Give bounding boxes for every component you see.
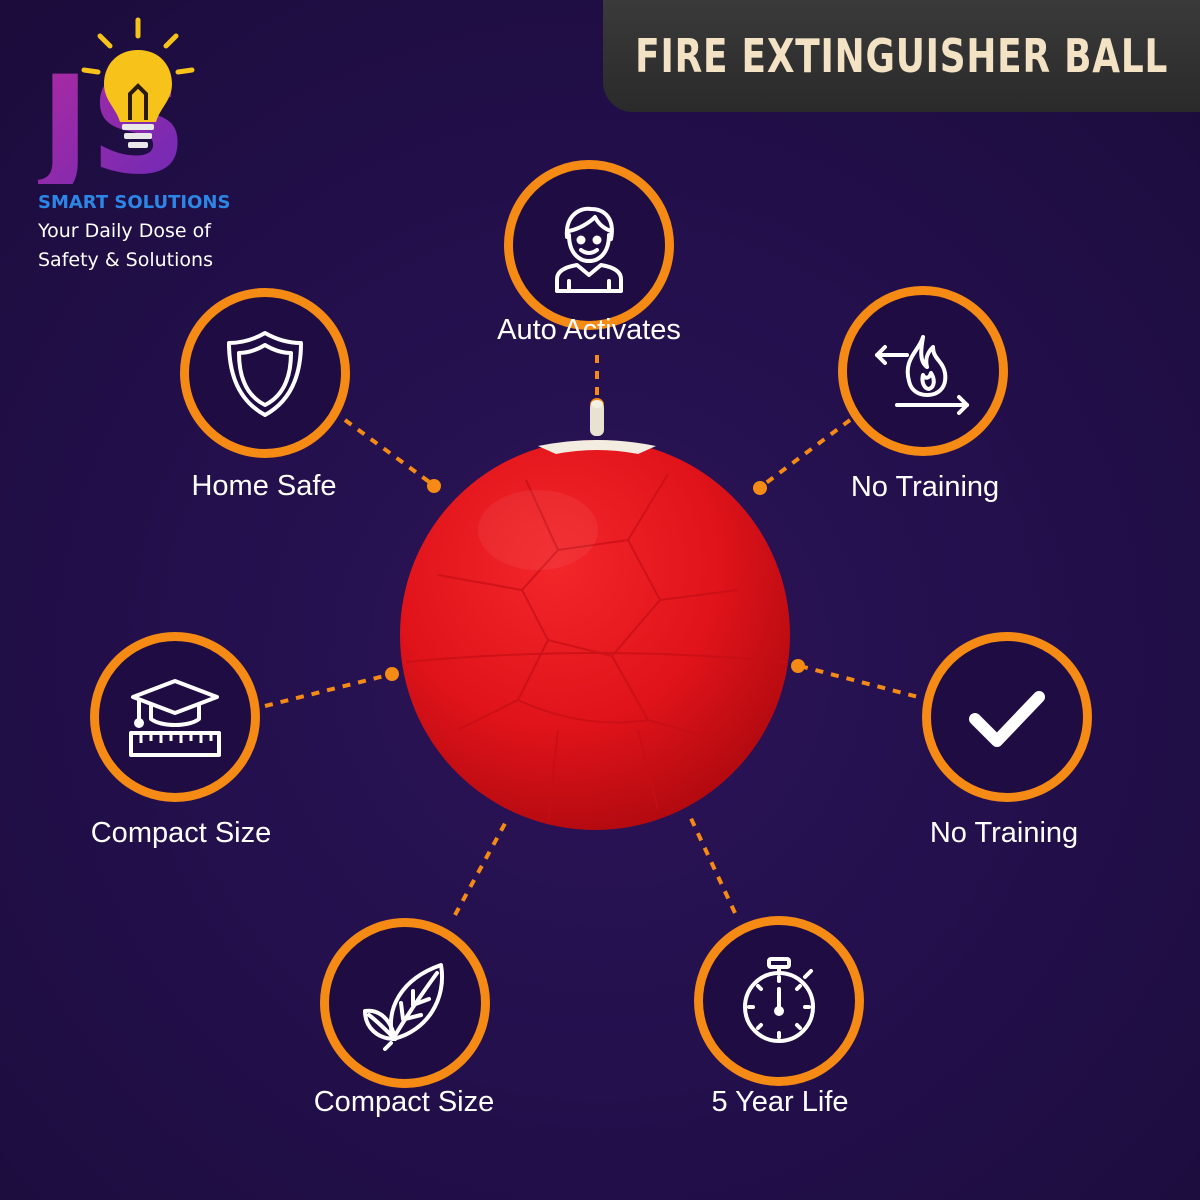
red-ball-image xyxy=(400,400,790,830)
feature-label-5-year-life: 5 Year Life xyxy=(711,1086,849,1118)
person-icon xyxy=(555,206,623,293)
feature-label-compact-size-2: Compact Size xyxy=(313,1086,495,1118)
brand-tagline-1: Your Daily Dose of xyxy=(38,220,211,242)
feature-compact-size-2 xyxy=(320,918,490,1088)
feature-label-compact-size-1: Compact Size xyxy=(90,817,272,849)
check-icon xyxy=(969,691,1045,747)
stopwatch-icon xyxy=(743,957,815,1043)
graduation-ruler-icon xyxy=(129,679,221,757)
feature-no-training-check xyxy=(922,632,1092,802)
feature-label-no-training-1: No Training xyxy=(850,471,1000,503)
feature-auto-activates xyxy=(504,160,674,330)
feature-label-auto-activates: Auto Activates xyxy=(497,314,681,346)
leaf-icon xyxy=(363,963,445,1051)
feature-label-no-training-2: No Training xyxy=(929,817,1079,849)
feature-home-safe xyxy=(180,288,350,458)
lightbulb-logo-icon: JS xyxy=(38,17,195,184)
fire-arrows-icon xyxy=(875,335,969,415)
feature-compact-size-1 xyxy=(90,632,260,802)
feature-5-year-life xyxy=(694,916,864,1086)
feature-label-home-safe: Home Safe xyxy=(191,470,337,502)
feature-no-training-fire xyxy=(838,286,1008,456)
title-banner: FIRE EXTINGUISHER BALL xyxy=(603,0,1200,112)
fire-extinguisher-ball xyxy=(398,400,793,830)
brand-tagline-2: Safety & Solutions xyxy=(38,249,213,271)
brand-name: SMART SOLUTIONS xyxy=(38,192,231,213)
shield-icon xyxy=(227,331,303,417)
brand-logo: JS SMART SOLUTIONS Your Daily Dose of Sa… xyxy=(38,14,278,274)
title-text: FIRE EXTINGUISHER BALL xyxy=(635,29,1168,83)
